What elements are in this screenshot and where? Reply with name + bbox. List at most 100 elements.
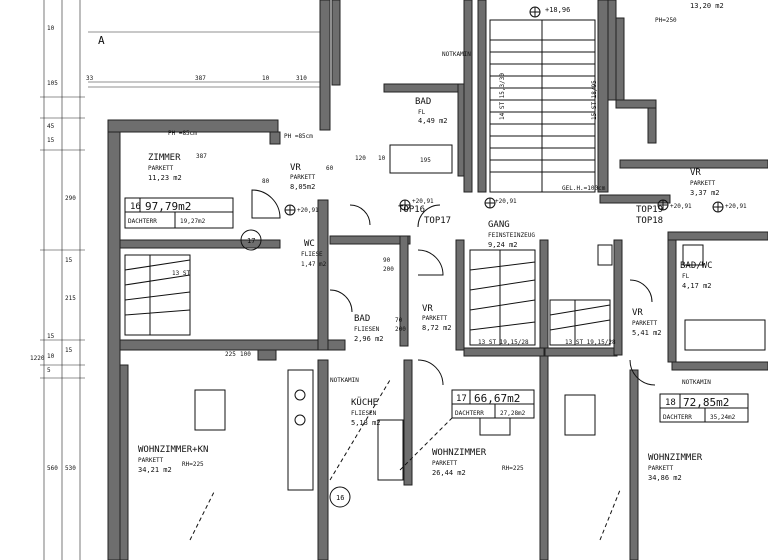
- svg-text:BAD/WC: BAD/WC: [680, 261, 713, 271]
- svg-text:105: 105: [47, 80, 58, 87]
- svg-text:15: 15: [47, 137, 55, 144]
- stair-main-label-2: 15 ST 18/95: [591, 80, 598, 120]
- staircase-16: [124, 254, 191, 336]
- unit-circle-17: [240, 229, 262, 251]
- level-d: +20,91: [670, 203, 692, 210]
- level-b: +20,91: [412, 198, 434, 205]
- top-dim-2: 387: [195, 75, 206, 82]
- svg-text:DACHTERR: DACHTERR: [128, 218, 157, 225]
- svg-text:ZIMMER: ZIMMER: [148, 153, 181, 163]
- svg-text:215: 215: [65, 295, 76, 302]
- svg-text:PARKETT: PARKETT: [422, 315, 448, 322]
- svg-text:WOHNZIMMER: WOHNZIMMER: [432, 448, 487, 458]
- svg-text:9,24 m2: 9,24 m2: [488, 241, 518, 249]
- room-gang: GANG FEINSTEINZEUG 9,24 m2: [488, 220, 535, 249]
- staircase-17: [469, 249, 536, 346]
- svg-text:4,49 m2: 4,49 m2: [418, 117, 448, 125]
- walls: [107, 0, 768, 560]
- dim-387: 387: [196, 153, 207, 160]
- top-room-area: 13,20 m2: [690, 2, 724, 10]
- stair-label-18: 13 ST 19,15/28: [565, 339, 616, 346]
- room-bad-wc-18: BAD/WC FL 4,17 m2: [680, 261, 713, 290]
- unit-16-labels: 16 97,79m2 DACHTERR 19,27m2: [128, 200, 206, 225]
- svg-text:3,37 m2: 3,37 m2: [690, 189, 720, 197]
- svg-text:FL: FL: [418, 109, 426, 116]
- top-dim-3: 10: [262, 75, 270, 82]
- svg-text:1220: 1220: [30, 355, 45, 362]
- svg-text:120: 120: [355, 155, 366, 162]
- svg-text:DACHTERR: DACHTERR: [455, 410, 484, 417]
- svg-text:80: 80: [262, 178, 270, 185]
- svg-text:PARKETT: PARKETT: [290, 174, 316, 181]
- svg-text:VR: VR: [632, 308, 643, 318]
- svg-text:26,44 m2: 26,44 m2: [432, 469, 466, 477]
- svg-text:PARKETT: PARKETT: [138, 457, 164, 464]
- svg-text:17: 17: [456, 394, 467, 404]
- svg-text:RH=225: RH=225: [182, 461, 204, 468]
- svg-text:VR: VR: [422, 304, 433, 314]
- staircase-18: [549, 299, 611, 346]
- svg-text:15: 15: [47, 333, 55, 340]
- svg-text:PARKETT: PARKETT: [690, 180, 716, 187]
- svg-text:72,85m2: 72,85m2: [683, 396, 729, 409]
- unit-box-16: [124, 197, 234, 229]
- ph-note-2: PH =85cm: [284, 133, 313, 140]
- dimension-lines: [40, 0, 325, 560]
- svg-text:15: 15: [65, 257, 73, 264]
- svg-text:10: 10: [47, 25, 55, 32]
- svg-text:290: 290: [65, 195, 76, 202]
- svg-text:2,96 m2: 2,96 m2: [354, 335, 384, 343]
- ph-note-3: PH=250: [655, 17, 677, 24]
- svg-text:PARKETT: PARKETT: [148, 165, 174, 172]
- svg-text:16: 16: [130, 202, 141, 212]
- dashed-lines: [189, 379, 621, 541]
- stair-gel-note: GEL.H.=100cm: [562, 185, 606, 192]
- svg-text:18: 18: [665, 398, 676, 408]
- svg-text:VR: VR: [290, 163, 301, 173]
- stair-label-16: 13 ST: [172, 270, 190, 277]
- top-dim-1: 33: [86, 75, 94, 82]
- top-label-16: TOP16: [398, 205, 425, 215]
- room-vr-19: VR PARKETT 3,37 m2: [690, 168, 720, 197]
- fixtures: [194, 144, 766, 491]
- notkamin-label-1: NOTKAMIN: [442, 51, 471, 58]
- svg-text:5,18 m2: 5,18 m2: [351, 419, 381, 427]
- svg-text:RH=225: RH=225: [502, 465, 524, 472]
- svg-text:10: 10: [47, 353, 55, 360]
- svg-text:34,86 m2: 34,86 m2: [648, 474, 682, 482]
- svg-text:GANG: GANG: [488, 220, 510, 230]
- unit-box-18: [659, 393, 749, 423]
- svg-text:66,67m2: 66,67m2: [474, 392, 520, 405]
- unit-18-labels: 18 72,85m2 DACHTERR 35,24m2: [663, 396, 736, 421]
- svg-text:45: 45: [47, 123, 55, 130]
- svg-text:34,21 m2: 34,21 m2: [138, 466, 172, 474]
- svg-text:FEINSTEINZEUG: FEINSTEINZEUG: [488, 232, 535, 239]
- svg-text:35,24m2: 35,24m2: [710, 414, 736, 421]
- room-bad-top: BAD FL 4,49 m2: [415, 97, 448, 125]
- room-wohnzimmer-17: WOHNZIMMER PARKETT 26,44 m2 RH=225: [432, 448, 524, 477]
- top-label-17: TOP17: [424, 216, 451, 226]
- svg-text:KÜCHE: KÜCHE: [351, 397, 378, 408]
- room-kueche: KÜCHE FLIESEN 5,18 m2: [351, 397, 381, 427]
- svg-text:560: 560: [47, 465, 58, 472]
- stair-label-17: 13 ST 19,15/28: [478, 339, 529, 346]
- notkamin-label-3: NOTKAMIN: [330, 377, 359, 384]
- svg-text:BAD: BAD: [354, 314, 370, 324]
- svg-text:5,41 m2: 5,41 m2: [632, 329, 662, 337]
- svg-text:60: 60: [326, 165, 334, 172]
- svg-text:8,72 m2: 8,72 m2: [422, 324, 452, 332]
- notkamin-label-2: NOTKAMIN: [682, 379, 711, 386]
- room-vr-17: VR PARKETT 8,72 m2: [422, 304, 452, 332]
- svg-text:11,23 m2: 11,23 m2: [148, 174, 182, 182]
- room-vr-16: VR PARKETT 8,05m2: [290, 163, 316, 191]
- svg-text:PARKETT: PARKETT: [632, 320, 658, 327]
- unit-circle-16-label: 16: [336, 494, 344, 502]
- svg-text:4,17 m2: 4,17 m2: [682, 282, 712, 290]
- svg-text:225: 225: [225, 351, 236, 358]
- svg-text:97,79m2: 97,79m2: [145, 200, 191, 213]
- svg-text:100: 100: [240, 351, 251, 358]
- room-zimmer: ZIMMER PARKETT 11,23 m2: [148, 153, 182, 182]
- svg-text:FLIESEN: FLIESEN: [351, 410, 377, 417]
- svg-text:70: 70: [395, 317, 403, 324]
